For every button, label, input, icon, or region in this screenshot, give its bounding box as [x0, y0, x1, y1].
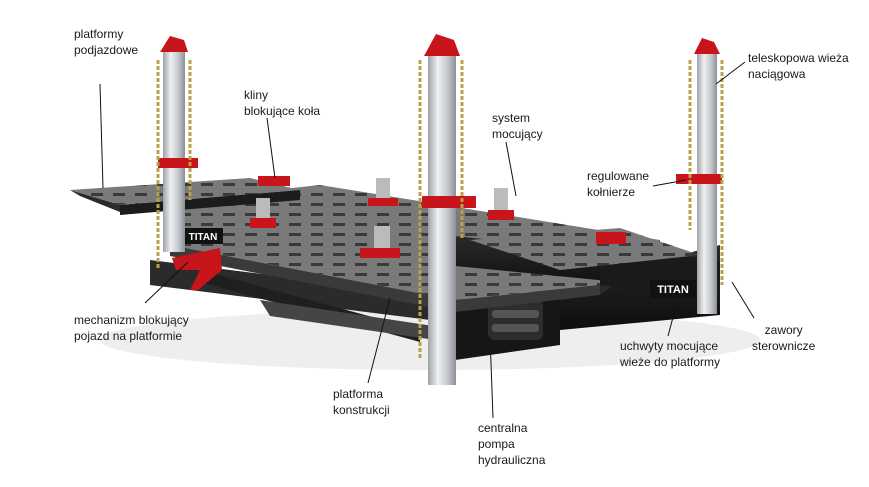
label-kliny-blokujace-kola: kliny blokujące koła	[244, 87, 320, 119]
leader-system	[505, 141, 517, 197]
wheel-chock-1	[258, 176, 290, 186]
drive-on-ramp-right	[470, 228, 700, 270]
label-line: pojazd na platformie	[74, 329, 183, 343]
label-line: mocujący	[492, 127, 543, 141]
label-line: teleskopowa wieża	[748, 51, 849, 65]
hydraulic-pump	[488, 300, 543, 340]
leader-zawory	[731, 281, 755, 319]
leader-regulowane	[652, 179, 687, 187]
leader-pompa	[489, 335, 494, 419]
label-uchwyty-mocujace: uchwyty mocujące wieże do platformy	[620, 338, 720, 370]
leader-lines	[99, 61, 755, 419]
label-centralna-pompa: centralna pompa hydrauliczna	[478, 420, 545, 468]
clamp-1	[368, 178, 398, 206]
label-line: wieże do platformy	[620, 355, 721, 369]
label-mechanizm-blokujacy: mechanizm blokujący pojazd na platformie	[74, 312, 189, 344]
label-line: mechanizm blokujący	[74, 313, 189, 327]
label-line: zawory	[764, 323, 803, 337]
titan-logo-right-text: TITAN	[657, 284, 689, 296]
label-line: platforma	[333, 387, 384, 401]
label-line: system	[492, 111, 531, 125]
label-line: podjazdowe	[74, 43, 139, 57]
wheel-chock-2	[596, 232, 626, 244]
label-line: konstrukcji	[333, 403, 390, 417]
leader-mechanizm	[144, 261, 189, 304]
clamp-4	[360, 226, 400, 258]
label-line: kołnierze	[587, 185, 636, 199]
leader-uchwyty	[667, 305, 677, 337]
clamp-3	[250, 198, 276, 228]
label-teleskopowa-wieza: teleskopowa wieża naciągowa	[748, 50, 849, 82]
label-line: platformy	[74, 27, 124, 41]
label-platformy-podjazdowe: platformy podjazdowe	[74, 26, 138, 58]
label-line: hydrauliczna	[478, 453, 546, 467]
label-line: naciągowa	[748, 67, 806, 81]
label-system-mocujacy: system mocujący	[492, 110, 543, 142]
label-line: pompa	[478, 437, 515, 451]
label-line: uchwyty mocujące	[620, 339, 719, 353]
titan-logo-left: TITAN	[183, 228, 223, 244]
label-line: regulowane	[587, 169, 650, 183]
tower-center	[418, 34, 476, 385]
label-platforma-konstrukcji: platforma konstrukcji	[333, 386, 390, 418]
clamp-2	[488, 188, 514, 220]
locking-mechanism	[172, 248, 222, 290]
label-line: centralna	[478, 421, 528, 435]
titan-logo-left-text: TITAN	[189, 232, 218, 243]
leader-teleskopowa	[715, 61, 746, 85]
leader-kliny	[266, 117, 276, 179]
tower-right	[676, 38, 724, 314]
label-line: kliny	[244, 88, 269, 102]
label-line: blokujące koła	[244, 104, 321, 118]
leader-platforma	[367, 297, 391, 384]
tower-left	[156, 36, 198, 270]
titan-logo-right: TITAN	[650, 280, 696, 298]
label-regulowane-kolnierze: regulowane kołnierze	[587, 168, 649, 200]
label-zawory-sterownicze: zawory sterownicze	[752, 322, 815, 354]
leader-platformy	[99, 83, 104, 189]
label-line: sterownicze	[752, 339, 816, 353]
